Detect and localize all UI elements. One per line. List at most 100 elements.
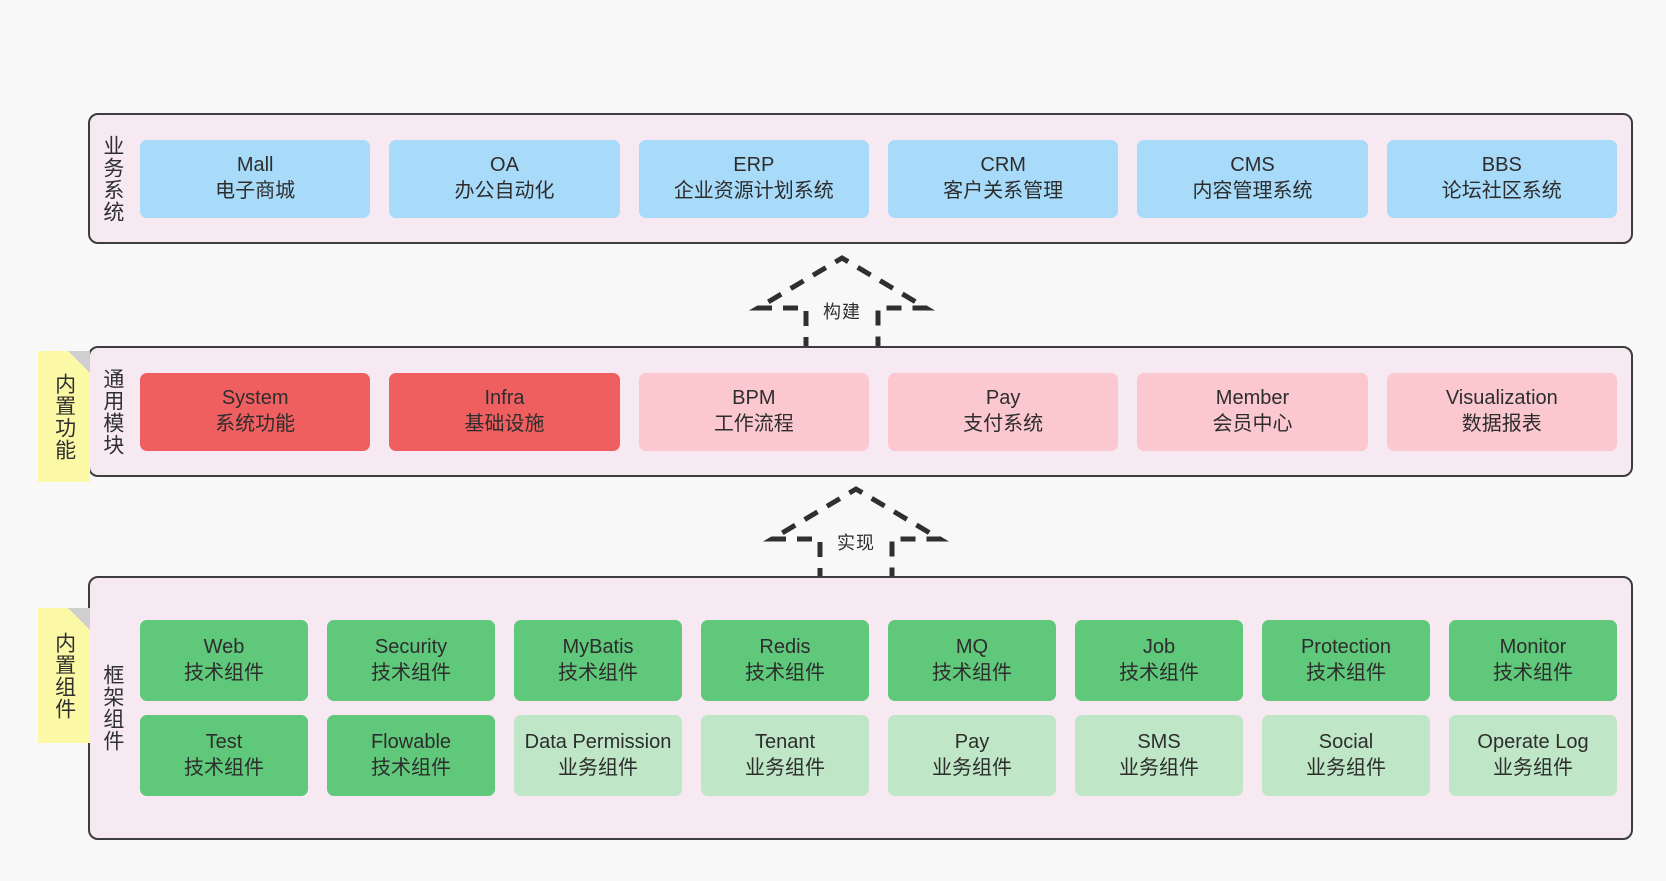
layer-label-common-module: 通用模块 <box>100 367 124 456</box>
layer-body-common-module: System 系统功能 Infra 基础设施 BPM 工作流程 Pay 支付系统… <box>134 348 1631 475</box>
box-job[interactable]: Job 技术组件 <box>1075 620 1243 701</box>
box-subtitle: 会员中心 <box>1212 412 1293 435</box>
box-title: System <box>221 387 289 410</box>
box-data-permission[interactable]: Data Permission 业务组件 <box>514 715 682 796</box>
sticky-note-label: 内置功能 <box>52 372 76 461</box>
dashed-up-arrow-icon <box>748 255 936 352</box>
layer-common-module: 通用模块 System 系统功能 Infra 基础设施 BPM 工作流程 Pay… <box>88 346 1633 477</box>
layer-body-framework-component: Web 技术组件 Security 技术组件 MyBatis 技术组件 Redi… <box>134 578 1631 838</box>
box-protection[interactable]: Protection 技术组件 <box>1262 620 1430 701</box>
box-sms[interactable]: SMS 业务组件 <box>1075 715 1243 796</box>
box-subtitle: 技术组件 <box>1493 661 1573 684</box>
box-title: BBS <box>1481 154 1522 177</box>
box-row: Mall 电子商城 OA 办公自动化 ERP 企业资源计划系统 CRM 客户关系… <box>140 139 1617 218</box>
box-title: Protection <box>1300 636 1392 659</box>
sticky-note-builtin-components: 内置组件 <box>38 608 90 743</box>
box-mall[interactable]: Mall 电子商城 <box>140 139 371 218</box>
box-title: Job <box>1142 636 1176 659</box>
box-title: Operate Log <box>1477 731 1589 754</box>
box-system[interactable]: System 系统功能 <box>140 372 371 451</box>
layer-label-framework-component: 框架组件 <box>100 664 124 752</box>
box-title: CRM <box>980 154 1026 177</box>
box-title: Infra <box>484 387 525 410</box>
dashed-up-arrow-icon <box>762 486 950 583</box>
layer-label-business-system: 业务系统 <box>100 134 124 223</box>
box-web[interactable]: Web 技术组件 <box>140 620 308 701</box>
box-subtitle: 支付系统 <box>963 412 1044 435</box>
box-subtitle: 技术组件 <box>1306 661 1386 684</box>
box-tenant[interactable]: Tenant 业务组件 <box>701 715 869 796</box>
box-subtitle: 基础设施 <box>464 412 545 435</box>
box-subtitle: 电子商城 <box>215 179 296 202</box>
box-title: SMS <box>1137 731 1181 754</box>
box-row: Web 技术组件 Security 技术组件 MyBatis 技术组件 Redi… <box>140 620 1617 701</box>
box-title: Visualization <box>1445 387 1558 410</box>
box-redis[interactable]: Redis 技术组件 <box>701 620 869 701</box>
box-bbs[interactable]: BBS 论坛社区系统 <box>1386 139 1617 218</box>
box-pay[interactable]: Pay 支付系统 <box>887 372 1119 451</box>
sticky-note-label: 内置组件 <box>52 631 76 720</box>
layer-framework-component: 框架组件 Web 技术组件 Security 技术组件 MyBatis 技术组件… <box>88 576 1633 840</box>
box-subtitle: 业务组件 <box>932 756 1012 779</box>
arrow-build: 构建 <box>748 252 936 354</box>
box-title: Flowable <box>370 731 452 754</box>
arrow-implement: 实现 <box>762 483 950 585</box>
box-title: Member <box>1215 387 1290 410</box>
box-subtitle: 办公自动化 <box>454 179 555 202</box>
box-mq[interactable]: MQ 技术组件 <box>888 620 1056 701</box>
box-oa[interactable]: OA 办公自动化 <box>389 139 620 218</box>
box-subtitle: 论坛社区系统 <box>1441 179 1562 202</box>
layer-business-system: 业务系统 Mall 电子商城 OA 办公自动化 ERP 企业资源计划系统 CRM… <box>88 113 1633 244</box>
box-cms[interactable]: CMS 内容管理系统 <box>1137 139 1368 218</box>
box-infra[interactable]: Infra 基础设施 <box>389 372 620 451</box>
box-subtitle: 技术组件 <box>1119 661 1199 684</box>
box-flowable[interactable]: Flowable 技术组件 <box>327 715 495 796</box>
box-operate-log[interactable]: Operate Log 业务组件 <box>1449 715 1617 796</box>
box-subtitle: 技术组件 <box>371 661 451 684</box>
box-title: OA <box>490 154 519 177</box>
box-visualization[interactable]: Visualization 数据报表 <box>1386 372 1617 451</box>
box-erp[interactable]: ERP 企业资源计划系统 <box>638 139 869 218</box>
box-subtitle: 技术组件 <box>932 661 1012 684</box>
box-mybatis[interactable]: MyBatis 技术组件 <box>514 620 682 701</box>
box-subtitle: 技术组件 <box>184 756 264 779</box>
box-title: Tenant <box>754 731 816 754</box>
box-row: Test 技术组件 Flowable 技术组件 Data Permission … <box>140 715 1617 796</box>
box-title: Pay <box>954 731 990 754</box>
box-title: MQ <box>955 636 989 659</box>
sticky-note-builtin-features: 内置功能 <box>38 351 90 482</box>
box-title: Data Permission <box>524 731 672 754</box>
box-title: BPM <box>732 387 776 410</box>
box-subtitle: 业务组件 <box>1493 756 1573 779</box>
box-title: Security <box>374 636 448 659</box>
box-title: Pay <box>985 387 1021 410</box>
box-subtitle: 内容管理系统 <box>1192 179 1313 202</box>
box-subtitle: 技术组件 <box>184 661 264 684</box>
box-member[interactable]: Member 会员中心 <box>1137 372 1368 451</box>
box-title: Test <box>205 731 243 754</box>
box-pay-business[interactable]: Pay 业务组件 <box>888 715 1056 796</box>
box-test[interactable]: Test 技术组件 <box>140 715 308 796</box>
box-subtitle: 技术组件 <box>371 756 451 779</box>
box-subtitle: 系统功能 <box>215 412 296 435</box>
box-crm[interactable]: CRM 客户关系管理 <box>887 139 1119 218</box>
box-subtitle: 工作流程 <box>713 412 794 435</box>
box-row: System 系统功能 Infra 基础设施 BPM 工作流程 Pay 支付系统… <box>140 372 1617 451</box>
box-subtitle: 业务组件 <box>558 756 638 779</box>
box-subtitle: 业务组件 <box>745 756 825 779</box>
box-title: Web <box>203 636 245 659</box>
box-title: Mall <box>236 154 274 177</box>
box-subtitle: 业务组件 <box>1306 756 1386 779</box>
box-subtitle: 企业资源计划系统 <box>673 179 834 202</box>
box-title: MyBatis <box>562 636 634 659</box>
box-social[interactable]: Social 业务组件 <box>1262 715 1430 796</box>
box-bpm[interactable]: BPM 工作流程 <box>638 372 869 451</box>
box-security[interactable]: Security 技术组件 <box>327 620 495 701</box>
box-title: ERP <box>733 154 775 177</box>
layer-body-business-system: Mall 电子商城 OA 办公自动化 ERP 企业资源计划系统 CRM 客户关系… <box>134 115 1631 242</box>
box-subtitle: 客户关系管理 <box>943 179 1064 202</box>
box-subtitle: 技术组件 <box>745 661 825 684</box>
box-title: Social <box>1318 731 1374 754</box>
box-monitor[interactable]: Monitor 技术组件 <box>1449 620 1617 701</box>
